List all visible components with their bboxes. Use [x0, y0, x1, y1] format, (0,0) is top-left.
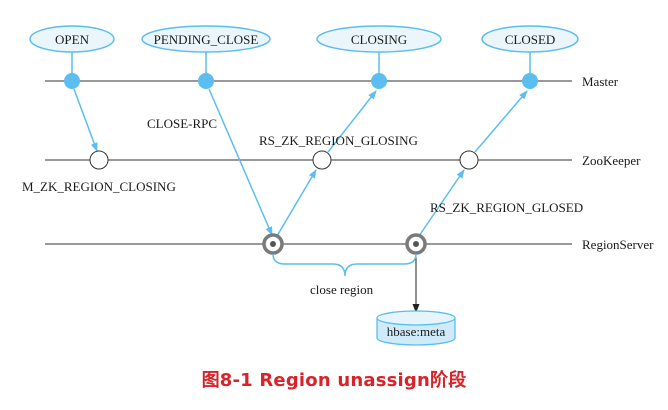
close-region-brace: [272, 253, 417, 277]
figure-caption: 图8-1 Region unassign阶段: [201, 370, 467, 391]
master-node-open: [64, 73, 80, 89]
zk-node-m-closing: [89, 150, 109, 170]
state-open-label: OPEN: [55, 32, 90, 47]
master-node-closed: [522, 73, 538, 89]
state-open: OPEN: [29, 25, 115, 53]
rs-zk-region-closed-label: RS_ZK_REGION_GLOSED: [430, 200, 583, 215]
state-closed: CLOSED: [481, 25, 579, 53]
m-zk-region-closing-arrow: [73, 88, 98, 152]
state-closing: CLOSING: [316, 25, 442, 53]
master-node-closing: [371, 73, 387, 89]
close-rpc-label: CLOSE-RPC: [147, 116, 217, 131]
state-closed-label: CLOSED: [505, 32, 556, 47]
close-region-label: close region: [310, 282, 374, 297]
state-closing-label: CLOSING: [351, 32, 407, 47]
regionserver-node-close-start: [262, 233, 284, 255]
zk-node-rs-closing: [312, 150, 332, 170]
hbase-meta-label: hbase:meta: [387, 324, 446, 339]
zookeeper-lane-label: ZooKeeper: [582, 153, 641, 168]
rs-zk-region-closing-label: RS_ZK_REGION_GLOSING: [259, 133, 418, 148]
state-pending-close: PENDING_CLOSE: [141, 25, 271, 53]
state-pending-close-label: PENDING_CLOSE: [154, 32, 259, 47]
m-zk-region-closing-label: M_ZK_REGION_CLOSING: [22, 179, 176, 194]
zk-to-master-closed-arrow: [474, 90, 528, 153]
master-lane-label: Master: [582, 74, 619, 89]
rs-closed-to-zk-arrow: [418, 169, 465, 237]
close-rpc-arrow: [208, 88, 273, 236]
zk-node-rs-closed: [459, 150, 479, 170]
rs-closing-to-zk-arrow: [276, 169, 317, 237]
master-node-pending-close: [198, 73, 214, 89]
hbase-meta-table: hbase:meta: [376, 310, 456, 346]
regionserver-node-close-end: [405, 233, 427, 255]
zk-to-master-closing-arrow: [327, 90, 377, 153]
regionserver-lane-label: RegionServer: [582, 237, 654, 252]
